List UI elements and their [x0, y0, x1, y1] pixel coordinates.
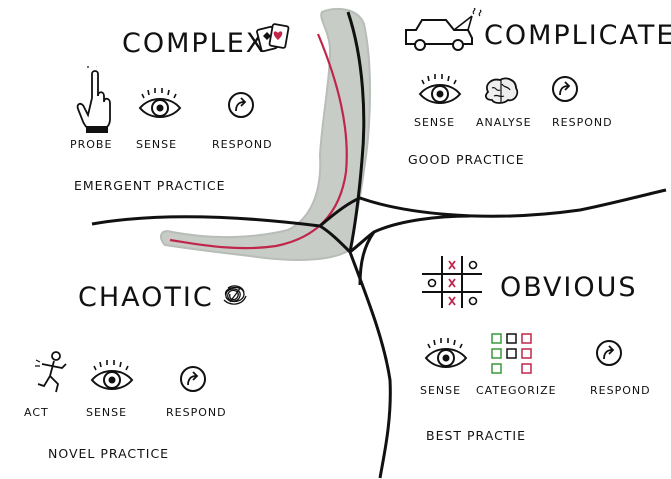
boundary-line [349, 214, 471, 254]
obvious-practice: BEST PRACTIE [426, 428, 527, 443]
chaotic-step-respond: RESPOND [166, 406, 227, 419]
obvious-step-sense: SENSE [420, 384, 462, 397]
complex-title: COMPLEX [122, 28, 267, 59]
chaotic-title: CHAOTIC [78, 282, 214, 313]
obvious-step-categorize: CATEGORIZE [476, 384, 557, 397]
chaotic-step-sense: SENSE [86, 406, 128, 419]
boundary-line [91, 215, 352, 254]
scribble-icon [223, 285, 247, 305]
complicated-step-respond: RESPOND [552, 116, 613, 129]
eye-icon [90, 360, 134, 390]
pointing-hand-icon [76, 66, 111, 133]
eye-icon [418, 74, 462, 104]
boundary-line [319, 188, 667, 228]
brain-icon [485, 77, 519, 104]
tic-tac-toe-icon [422, 256, 482, 308]
complex-practice: EMERGENT PRACTICE [74, 178, 226, 193]
respond-arrow-icon [228, 92, 254, 118]
complicated-step-analyse: ANALYSE [476, 116, 532, 129]
complex-step-sense: SENSE [136, 138, 178, 151]
boundary-line [358, 231, 376, 286]
respond-arrow-icon [552, 76, 578, 102]
complicated-title: COMPLICATED [484, 20, 671, 51]
obvious-title: OBVIOUS [500, 272, 638, 303]
eye-icon [138, 88, 182, 118]
cards-icon [256, 23, 290, 53]
cliff-shade [159, 7, 371, 261]
complex-step-respond: RESPOND [212, 138, 273, 151]
chaotic-practice: NOVEL PRACTICE [48, 446, 170, 461]
complicated-step-sense: SENSE [414, 116, 456, 129]
eye-icon [424, 338, 468, 368]
running-person-icon [35, 351, 67, 393]
broken-car-icon [405, 8, 482, 51]
obvious-step-respond: RESPOND [590, 384, 651, 397]
boundary-line [346, 11, 366, 253]
complicated-practice: GOOD PRACTICE [408, 152, 525, 167]
chaotic-step-act: ACT [24, 406, 49, 419]
respond-arrow-icon [180, 366, 206, 392]
complex-step-probe: PROBE [70, 138, 113, 151]
category-squares-icon [491, 333, 532, 374]
boundary-line [348, 251, 392, 479]
respond-arrow-icon [596, 340, 622, 366]
